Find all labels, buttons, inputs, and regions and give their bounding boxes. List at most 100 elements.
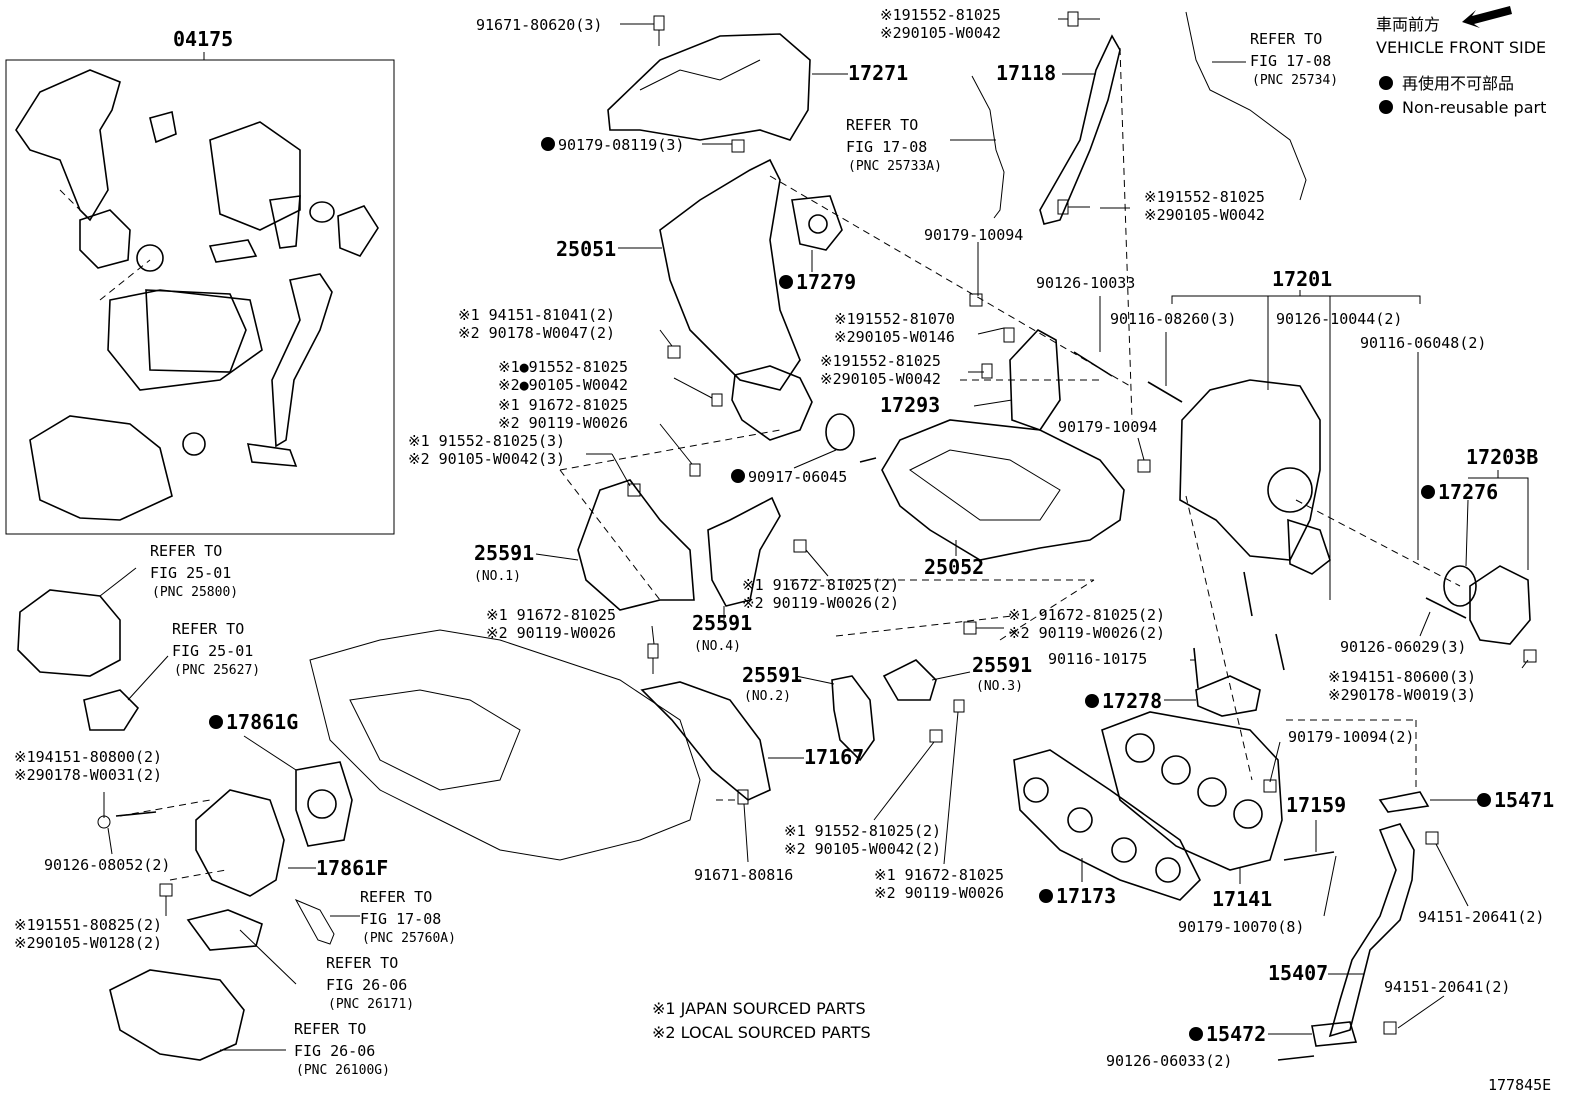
kit-flange-gasket [208,239,258,263]
svg-text:REFER TO: REFER TO [294,1020,366,1038]
pn-90105-w0042-j: ※2 90105-W0042(2) [784,840,941,858]
kit-exhaust-manifold [145,289,247,373]
gasket-kit-group: 04175 [5,27,395,535]
pn-90119-w0026-e: ※2 90119-W0026 [498,414,628,432]
nonreuse-icon [541,137,555,151]
nonreuse-dot-icon [1379,76,1393,90]
pn-90179-08119: 90179-08119(3) [558,136,684,154]
pn-90179-10094-c: 90179-10094(2) [1288,728,1414,746]
hardware-marks [97,11,1537,1061]
nonreuse-en: Non-reusable part [1402,98,1546,117]
label-17279: 17279 [796,270,856,294]
gasket-17861G [295,761,353,847]
label-17173: 17173 [1056,884,1116,908]
manifold-gasket-17173 [1013,749,1201,901]
pn-90179-10070: 90179-10070(8) [1178,918,1304,936]
gasket-15472 [1311,1021,1358,1047]
refer-fig-17-08-pnc-25760a[interactable]: REFER TO FIG 17-08 (PNC 25760A) [360,888,456,946]
stud-17159 [1283,851,1335,861]
svg-text:FIG 25-01: FIG 25-01 [172,642,253,660]
kit-o-ring [309,201,335,223]
egr-part-17861F [195,789,285,897]
pn-90105-w0042-c: ※290105-W0042 [820,370,941,388]
pn-90116-06048: 90116-06048(2) [1360,334,1486,352]
kit-box [5,59,395,535]
converter-flange [731,365,813,441]
gasket-15471 [1378,791,1430,813]
pn-90126-10033: 90126-10033 [1036,274,1135,292]
refer-fig-25-01-pnc-25627[interactable]: REFER TO FIG 25-01 (PNC 25627) [172,620,260,678]
svg-text:FIG 26-06: FIG 26-06 [294,1042,375,1060]
leader-lines [103,18,1529,1029]
pn-94151-20641-b: 94151-20641(2) [1384,978,1510,996]
gasket-17276 [1443,565,1477,607]
egr-gasket-bottom [186,909,263,951]
svg-text:(PNC 25627): (PNC 25627) [174,663,260,678]
refer-fig-26-06-pnc-26171[interactable]: REFER TO FIG 26-06 (PNC 26171) [326,954,414,1012]
pn-91552-81025-f: ※1 91552-81025(3) [408,432,565,450]
refer-fig-17-08-pnc-25733a[interactable]: REFER TO FIG 17-08 (PNC 25733A) [846,116,942,174]
pn-90119-w0026-k: ※2 90119-W0026 [874,884,1004,902]
front-arrow-icon [1462,6,1512,28]
front-en: VEHICLE FRONT SIDE [1376,38,1546,57]
pn-90105-w0128: ※290105-W0128(2) [14,934,162,952]
refer-fig-26-06-pnc-26100g[interactable]: REFER TO FIG 26-06 (PNC 26100G) [294,1020,390,1078]
svg-text:REFER TO: REFER TO [172,620,244,638]
kit-flange [79,209,131,269]
ring-gasket-90917-06045 [825,413,855,451]
kit-oil-gasket [246,443,298,467]
pn-90178-w0047: ※2 90178-W0047(2) [458,324,615,342]
pn-91672-81025-k: ※1 91672-81025 [874,866,1004,884]
pn-94151-80600: ※194151-80600(3) [1328,668,1476,686]
heat-insulator-17271 [607,33,811,141]
refer-fig-17-08-pnc-25734[interactable]: REFER TO FIG 17-08 (PNC 25734) [1250,30,1338,88]
pn-91671-80816: 91671-80816 [694,866,793,884]
pn-91551-80825: ※191551-80825(2) [14,916,162,934]
pn-91552-81025-c: ※191552-81025 [820,352,941,370]
svg-text:FIG 17-08: FIG 17-08 [1250,52,1331,70]
svg-text:REFER TO: REFER TO [150,542,222,560]
pn-91552-81025-top: ※191552-81025 [880,6,1001,24]
bracket-25591-no4 [707,496,781,607]
pn-91552-81070: ※191552-81070 [834,310,955,328]
svg-text:(PNC 25733A): (PNC 25733A) [848,159,942,174]
kit-manifold-gasket [107,289,263,391]
nonreuse-17278-icon [1085,694,1099,708]
label-25052: 25052 [924,555,984,579]
label-25591-no2-sub: (NO.2) [744,689,791,704]
svg-text:(PNC 26171): (PNC 26171) [328,997,414,1012]
pn-94151-20641-a: 94151-20641(2) [1418,908,1544,926]
nonreuse-17173-icon [1039,889,1053,903]
pn-91552-81025-j: ※1 91552-81025(2) [784,822,941,840]
svg-text:(PNC 26100G): (PNC 26100G) [296,1063,390,1078]
cylinder-head-outline [309,629,701,861]
label-25591-no1-sub: (NO.1) [474,569,521,584]
legend-area: 車両前方 VEHICLE FRONT SIDE 再使用不可部品 Non-reus… [1376,6,1546,117]
pn-90179-10094-a: 90179-10094 [924,226,1023,244]
nonreuse-jp: 再使用不可部品 [1402,74,1514,93]
note-local-sourced: ※2 LOCAL SOURCED PARTS [652,1023,871,1042]
kit-outlet-elbow [337,205,379,257]
refer-fig-25-01-pnc-25800[interactable]: REFER TO FIG 25-01 (PNC 25800) [150,542,238,600]
label-25591-no1: 25591 [474,541,534,565]
svg-text:FIG 26-06: FIG 26-06 [326,976,407,994]
turbo-elbow-17203B [1469,565,1531,645]
gasket-17278 [1195,675,1261,717]
label-17201: 17201 [1272,267,1332,291]
pn-90116-08260: 90116-08260(3) [1110,310,1236,328]
stay-17118 [1039,34,1121,225]
svg-text:FIG 17-08: FIG 17-08 [846,138,927,156]
label-25591-no4-sub: (NO.4) [694,639,741,654]
note-japan-sourced: ※1 JAPAN SOURCED PARTS [652,999,866,1018]
pn-90119-w0026-g: ※2 90119-W0026(2) [742,594,899,612]
water-outlet-bottom [109,969,245,1061]
label-17141: 17141 [1212,887,1272,911]
gasket-17279 [791,195,843,251]
hose-segment [294,898,335,945]
label-25591-no3: 25591 [972,653,1032,677]
svg-text:(PNC 25800): (PNC 25800) [152,585,238,600]
kit-ring-gasket [136,244,164,272]
svg-text:REFER TO: REFER TO [846,116,918,134]
pn-91552-81025-r: ※191552-81025 [1144,188,1265,206]
